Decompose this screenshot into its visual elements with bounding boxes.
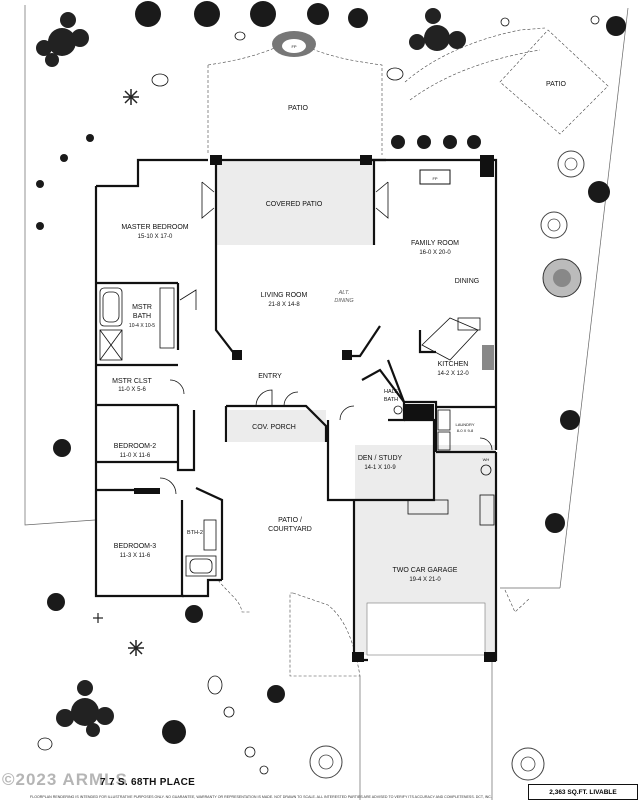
family-room-label: FAMILY ROOM — [411, 240, 459, 247]
shrub-icon — [47, 593, 65, 611]
shrub-icon — [162, 720, 186, 744]
patio-side-label: PATIO — [546, 81, 567, 88]
shrub-icon — [348, 8, 368, 28]
plant-icon — [93, 613, 103, 623]
shrub-icon — [250, 1, 276, 27]
kitchen-label: KITCHEN — [438, 361, 469, 368]
patio-courtyard-label-1: PATIO / — [278, 517, 302, 524]
shrub-icon — [588, 181, 610, 203]
shrub-icon — [307, 3, 329, 25]
kitchen-dims: 14-2 X 12-0 — [437, 371, 469, 377]
family-room-dims: 16-0 X 20-0 — [419, 250, 451, 256]
dining-label: DINING — [455, 278, 480, 285]
disclaimer: FLOORPLAN RENDERING IS INTENDED FOR ILLU… — [30, 795, 492, 799]
lot-outline — [24, 5, 629, 800]
shrub-icon — [185, 605, 203, 623]
tree-icon — [56, 680, 114, 737]
mstr-clst-dims: 11-0 X 5-6 — [118, 387, 146, 393]
den-study-label: DEN / STUDY — [358, 455, 403, 462]
covered-patio-label: COVERED PATIO — [266, 201, 323, 208]
mstr-bath-label-2: BATH — [133, 313, 151, 320]
alt-dining-label-2: DINING — [334, 298, 354, 304]
cov-porch-label: COV. PORCH — [252, 424, 296, 431]
exterior-fireplace: FP — [272, 31, 316, 57]
family-fireplace: FP — [419, 169, 451, 185]
laundry-label: LAUNDRY — [455, 422, 474, 427]
room-labels: PATIO PATIO COVERED PATIO MASTER BEDROOM… — [112, 81, 566, 583]
exterior-fireplace-label: FP — [291, 44, 296, 49]
bth-2-label: BTH-2 — [187, 530, 203, 536]
shrub-icon — [545, 513, 565, 533]
garage-door-opening — [366, 602, 486, 656]
half-bath-label-2: BATH — [384, 397, 398, 403]
shrub-icon — [135, 1, 161, 27]
shrub-icon — [36, 222, 44, 230]
mstr-bath-label-1: MSTR — [132, 304, 152, 311]
round-shrub-icon — [309, 745, 343, 779]
round-shrub-icon — [511, 747, 545, 781]
round-shrub-icon — [557, 150, 585, 178]
fixtures: WH — [99, 287, 495, 577]
tree-icon — [409, 8, 466, 51]
shrub-icon — [467, 135, 481, 149]
shrub-icon — [560, 410, 580, 430]
mstr-clst-label: MSTR CLST — [112, 378, 152, 385]
shrub-icon — [417, 135, 431, 149]
shrub-icon — [60, 154, 68, 162]
garage-label: TWO CAR GARAGE — [393, 567, 458, 574]
patio-rear-label: PATIO — [288, 105, 309, 112]
patio-courtyard-label-2: COURTYARD — [268, 526, 312, 533]
living-room-dims: 21-8 X 14-8 — [268, 302, 300, 308]
cov-porch-area — [228, 410, 326, 442]
shrub-icon — [606, 16, 626, 36]
shrub-icon — [443, 135, 457, 149]
plant-icon — [123, 89, 139, 105]
half-bath-label-1: HALF — [384, 389, 399, 395]
entry-label: ENTRY — [258, 373, 282, 380]
shrub-icon — [267, 685, 285, 703]
wh-label: WH — [483, 457, 490, 462]
garage-dims: 19-4 X 21-0 — [409, 577, 441, 583]
round-shrub-icon — [540, 211, 568, 239]
property-address: 7 7 S. 68TH PLACE — [100, 777, 196, 788]
landscaping — [36, 1, 626, 781]
round-shrub-icon — [542, 258, 582, 298]
livable-area-badge: 2,363 SQ.FT. LIVABLE — [528, 784, 638, 800]
laundry-dims: 8-0 X 9-8 — [457, 428, 474, 433]
watermark: ©2023 ARMLS — [2, 770, 128, 789]
bedroom-2-dims: 11-0 X 11-6 — [120, 453, 151, 459]
living-room-label: LIVING ROOM — [261, 292, 308, 299]
shrub-icon — [194, 1, 220, 27]
shrub-icon — [86, 134, 94, 142]
bedroom-3-dims: 11-3 X 11-6 — [120, 553, 151, 559]
shrub-icon — [36, 180, 44, 188]
mstr-bath-dims: 10-4 X 10-5 — [129, 323, 155, 329]
plant-icon — [128, 640, 144, 656]
master-bedroom-dims: 15-10 X 17-0 — [138, 234, 173, 240]
shrub-icon — [391, 135, 405, 149]
alt-dining-label-1: ALT. — [338, 290, 350, 296]
tree-icon — [36, 12, 89, 67]
den-study-dims: 14-1 X 10-9 — [364, 465, 396, 471]
shrub-icon — [53, 439, 71, 457]
family-fireplace-label: FP — [432, 176, 437, 181]
covered-patio-area — [216, 160, 374, 245]
bedroom-2-label: BEDROOM-2 — [114, 443, 157, 450]
doors — [159, 181, 493, 495]
bedroom-3-label: BEDROOM-3 — [114, 543, 157, 550]
master-bedroom-label: MASTER BEDROOM — [121, 224, 188, 231]
columns — [134, 155, 496, 662]
